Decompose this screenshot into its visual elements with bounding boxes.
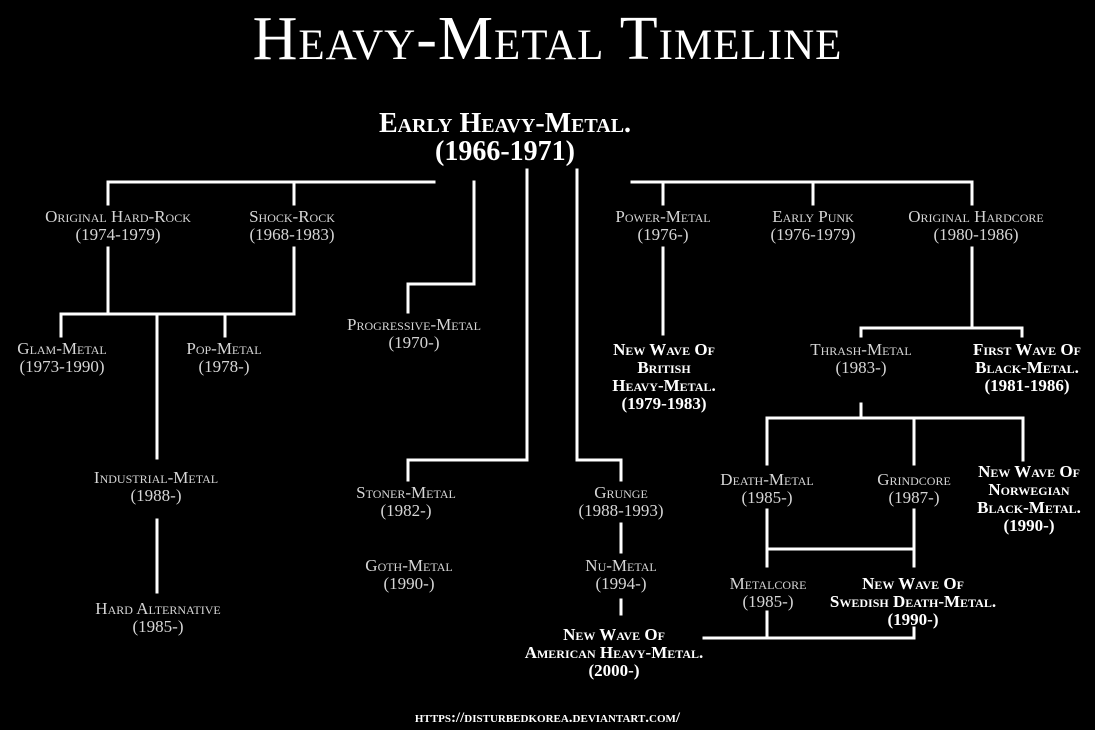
node-years: (1970-) (388, 332, 440, 352)
node-shock-rock: Shock-Rock (1968-1983) (249, 208, 335, 244)
node-power-metal: Power-Metal (1976-) (615, 208, 710, 244)
node-name: Glam-Metal (17, 339, 107, 358)
node-years: (1979-1983) (621, 393, 707, 413)
node-stoner-metal: Stoner-Metal (1982-) (356, 484, 456, 520)
node-name-line: Black-Metal. (975, 357, 1079, 377)
node-name: Metalcore (729, 574, 807, 593)
node-grunge: Grunge (1988-1993) (579, 484, 664, 520)
node-glam-metal: Glam-Metal (1973-1990) (17, 340, 106, 376)
node-progressive-metal: Progressive-Metal (1970-) (347, 316, 481, 352)
node-name: Grindcore (877, 470, 951, 489)
node-years: (1966-1971) (435, 136, 575, 167)
node-years: (1973-1990) (19, 356, 105, 376)
node-name-line: First Wave Of (973, 340, 1081, 359)
node-original-hard-rock: Original Hard-Rock (1974-1979) (45, 208, 191, 244)
node-early-punk: Early Punk (1976-1979) (771, 208, 856, 244)
node-years: (1985-) (742, 591, 794, 611)
node-name-line: Heavy-Metal. (612, 375, 716, 395)
node-hard-alternative: Hard Alternative (1985-) (95, 600, 220, 636)
node-name: Death-Metal (720, 470, 814, 489)
node-name: Grunge (594, 483, 648, 502)
node-name-line: British (637, 357, 691, 377)
node-name: Original Hardcore (908, 207, 1044, 226)
node-years: (1978-) (198, 356, 250, 376)
node-name: Power-Metal (615, 207, 711, 226)
node-years: (1985-) (741, 487, 793, 507)
node-years: (1976-1979) (770, 224, 856, 244)
node-early-heavy-metal: Early Heavy-Metal. (1966-1971) (379, 110, 631, 166)
node-metalcore: Metalcore (1985-) (730, 575, 807, 611)
node-years: (1990-) (1003, 515, 1055, 535)
node-nwonbm: New Wave Of Norwegian Black-Metal. (1990… (977, 463, 1081, 534)
node-pop-metal: Pop-Metal (1978-) (186, 340, 261, 376)
node-name: Goth-Metal (365, 556, 453, 575)
page-title: Heavy-Metal Timeline (252, 5, 843, 73)
node-name: Early Punk (772, 207, 854, 226)
node-first-wave-black-metal: First Wave Of Black-Metal. (1981-1986) (973, 341, 1081, 395)
node-name-line: New Wave Of (862, 574, 964, 593)
node-years: (1988-) (130, 485, 182, 505)
node-years: (1981-1986) (984, 375, 1070, 395)
node-years: (1985-) (132, 616, 184, 636)
node-name-line: New Wave Of (978, 462, 1080, 481)
node-years: (1983-) (835, 357, 887, 377)
node-years: (1974-1979) (75, 224, 161, 244)
node-name-line: Swedish Death-Metal. (829, 591, 997, 611)
source-url: https://disturbedkorea.deviantart.com/ (414, 710, 681, 726)
node-name: Progressive-Metal (347, 315, 481, 334)
node-industrial-metal: Industrial-Metal (1988-) (94, 469, 218, 505)
node-grindcore: Grindcore (1987-) (877, 471, 951, 507)
node-years: (1994-) (595, 573, 647, 593)
node-name-line: Norwegian (988, 479, 1070, 499)
node-years: (1976-) (637, 224, 689, 244)
node-name: Hard Alternative (95, 599, 221, 618)
node-name: Stoner-Metal (356, 483, 456, 502)
node-name: Original Hard-Rock (45, 207, 191, 226)
node-years: (1982-) (380, 500, 432, 520)
node-original-hardcore: Original Hardcore (1980-1986) (908, 208, 1043, 244)
node-name: Early Heavy-Metal. (378, 108, 632, 139)
node-years: (1987-) (888, 487, 940, 507)
node-years: (1990-) (383, 573, 435, 593)
node-thrash-metal: Thrash-Metal (1983-) (810, 341, 912, 377)
node-nwobhm: New Wave Of British Heavy-Metal. (1979-1… (612, 341, 715, 412)
node-nwosdm: New Wave Of Swedish Death-Metal. (1990-) (830, 575, 996, 629)
node-years: (1990-) (887, 609, 939, 629)
node-years: (2000-) (588, 660, 640, 680)
node-name: Industrial-Metal (93, 468, 219, 487)
node-name: Pop-Metal (186, 339, 262, 358)
node-nu-metal: Nu-Metal (1994-) (585, 557, 656, 593)
node-name: Thrash-Metal (810, 340, 912, 359)
node-name-line: New Wave Of (613, 340, 715, 359)
node-name-line: Black-Metal. (977, 497, 1081, 517)
node-death-metal: Death-Metal (1985-) (720, 471, 813, 507)
node-goth-metal: Goth-Metal (1990-) (365, 557, 452, 593)
node-nwoahm: New Wave Of American Heavy-Metal. (2000-… (525, 626, 704, 680)
node-years: (1968-1983) (249, 224, 335, 244)
node-name-line: American Heavy-Metal. (524, 642, 704, 662)
node-name: Shock-Rock (249, 207, 335, 226)
node-years: (1980-1986) (933, 224, 1019, 244)
node-name: Nu-Metal (585, 556, 657, 575)
node-years: (1988-1993) (578, 500, 664, 520)
node-name-line: New Wave Of (563, 625, 665, 644)
